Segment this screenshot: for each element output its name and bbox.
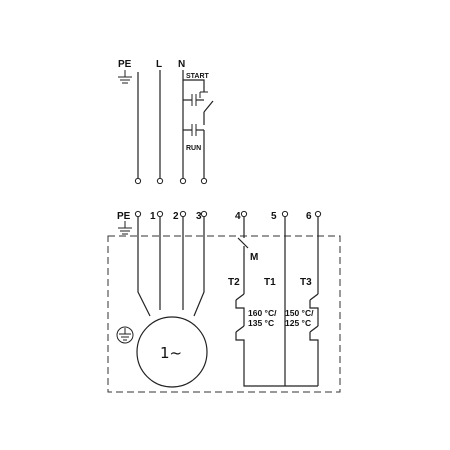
supply-l-label: L	[156, 59, 162, 70]
terminal-5-label: 5	[271, 211, 277, 222]
supply-n-terminal[interactable]	[179, 177, 187, 185]
t3-temp-high: 150 °C/	[285, 308, 314, 318]
motor-enclosure	[107, 235, 341, 393]
run-label: RUN	[186, 145, 201, 152]
terminal-pe[interactable]	[134, 210, 142, 218]
start-run-switch	[183, 79, 214, 185]
terminal-earth-icon	[118, 221, 132, 235]
terminal-5[interactable]	[281, 210, 289, 218]
supply-l-terminal[interactable]	[156, 177, 164, 185]
winding-wire-pe	[137, 217, 151, 317]
thermal-circuit	[235, 217, 319, 387]
t2-label: T2	[228, 277, 240, 288]
supply-pe-terminal[interactable]	[134, 177, 142, 185]
terminal-4-label: 4	[235, 211, 241, 222]
terminal-6-label: 6	[306, 211, 312, 222]
t2-temp-high: 160 °C/	[248, 308, 277, 318]
m-contact	[237, 237, 249, 249]
terminal-1-label: 1	[150, 211, 156, 222]
terminal-2[interactable]	[179, 210, 187, 218]
start-label: START	[186, 73, 210, 80]
motor-section: PE 1 2 3 4 5 6 1~	[107, 210, 341, 393]
terminal-1[interactable]	[156, 210, 164, 218]
t3-label: T3	[300, 277, 312, 288]
motor-circle	[136, 316, 208, 388]
terminal-3-label: 3	[196, 211, 202, 222]
motor-label: 1~	[160, 344, 182, 362]
terminal-2-label: 2	[173, 211, 179, 222]
m-label: M	[250, 252, 258, 263]
supply-n-label: N	[178, 59, 185, 70]
supply-pe-label: PE	[118, 59, 132, 70]
supply-earth-icon	[118, 70, 132, 84]
winding-wire-3	[193, 217, 205, 317]
start-switch-lever	[203, 100, 214, 113]
t2-temp-low: 135 °C	[248, 318, 274, 328]
terminal-6[interactable]	[314, 210, 322, 218]
t3-temp-low: 125 °C	[285, 318, 311, 328]
supply-section: PE L N	[118, 59, 214, 185]
terminal-3[interactable]	[200, 210, 208, 218]
t1-label: T1	[264, 277, 276, 288]
terminal-4[interactable]	[240, 210, 248, 218]
terminal-pe-label: PE	[117, 211, 131, 222]
motor-earth-icon	[116, 326, 134, 344]
switch-terminal[interactable]	[200, 177, 208, 185]
